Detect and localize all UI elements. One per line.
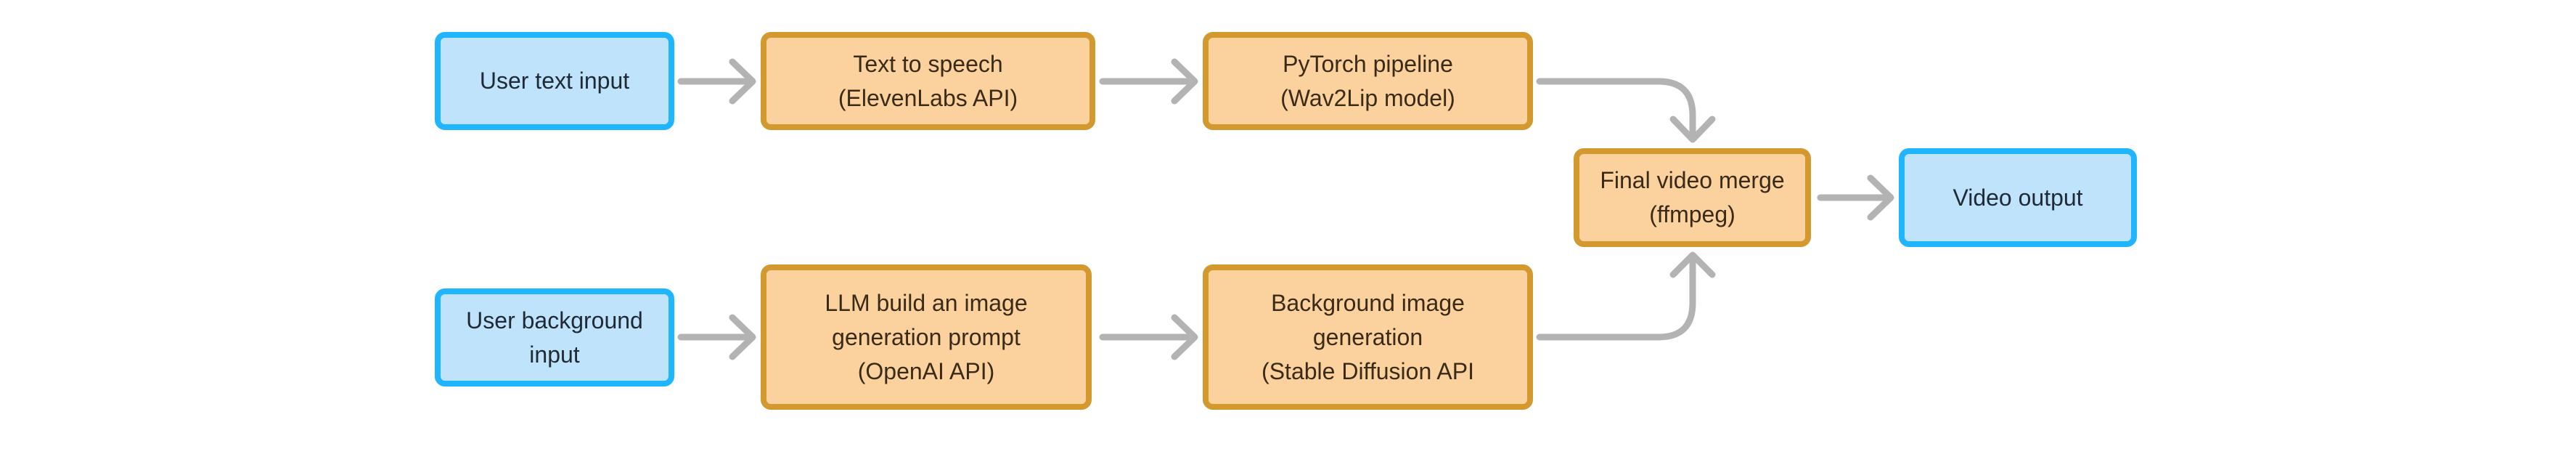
arrowhead-icon [1867,174,1894,221]
edge-line [1536,252,1696,341]
arrowhead-icon [729,58,756,105]
node-label: User background [466,307,643,333]
node-label: PyTorch pipeline [1283,50,1453,77]
edge-llm-to-bg-gen [1099,314,1198,360]
node-label: Text to speech [853,50,1003,77]
node-label: Final video merge [1600,167,1785,193]
node-label: Video output [1953,184,2083,211]
node-sublabel: (OpenAI API) [857,357,995,384]
edge-user-bg-to-llm [677,314,756,360]
node-sublabel: (Wav2Lip model) [1280,84,1455,111]
node-llm-prompt: LLM build an image generation prompt (Op… [761,264,1092,410]
node-user-background-input: User background input [435,288,674,387]
arrowhead-icon [1669,251,1716,278]
node-label-line2: generation prompt [832,323,1021,350]
node-sublabel: (Stable Diffusion API [1262,357,1474,384]
node-video-output: Video output [1899,148,2137,247]
node-label-line2: generation [1312,323,1423,350]
arrowhead-icon [1171,314,1198,360]
arrowhead-icon [729,314,756,360]
node-label: User text input [479,68,630,94]
node-sublabel: (ffmpeg) [1649,201,1735,227]
arrowhead-icon [1171,58,1198,105]
edge-line [1536,78,1696,142]
edge-pytorch-to-merge [1536,78,1716,143]
node-label: Background image [1271,289,1465,316]
node-label: LLM build an image [825,289,1028,316]
node-pytorch-pipeline: PyTorch pipeline (Wav2Lip model) [1203,32,1533,130]
edge-tts-to-pytorch [1099,58,1198,105]
node-sublabel: (ElevenLabs API) [838,84,1018,111]
node-background-image-generation: Background image generation (Stable Diff… [1203,264,1533,410]
node-final-video-merge: Final video merge (ffmpeg) [1574,148,1811,247]
edge-merge-to-output [1817,174,1894,221]
arrowhead-icon [1669,116,1716,143]
node-text-to-speech: Text to speech (ElevenLabs API) [761,32,1095,130]
node-sublabel: input [529,341,580,368]
edge-user-text-to-tts [677,58,756,105]
node-user-text-input: User text input [435,32,674,130]
edge-bg-gen-to-merge [1536,251,1716,341]
